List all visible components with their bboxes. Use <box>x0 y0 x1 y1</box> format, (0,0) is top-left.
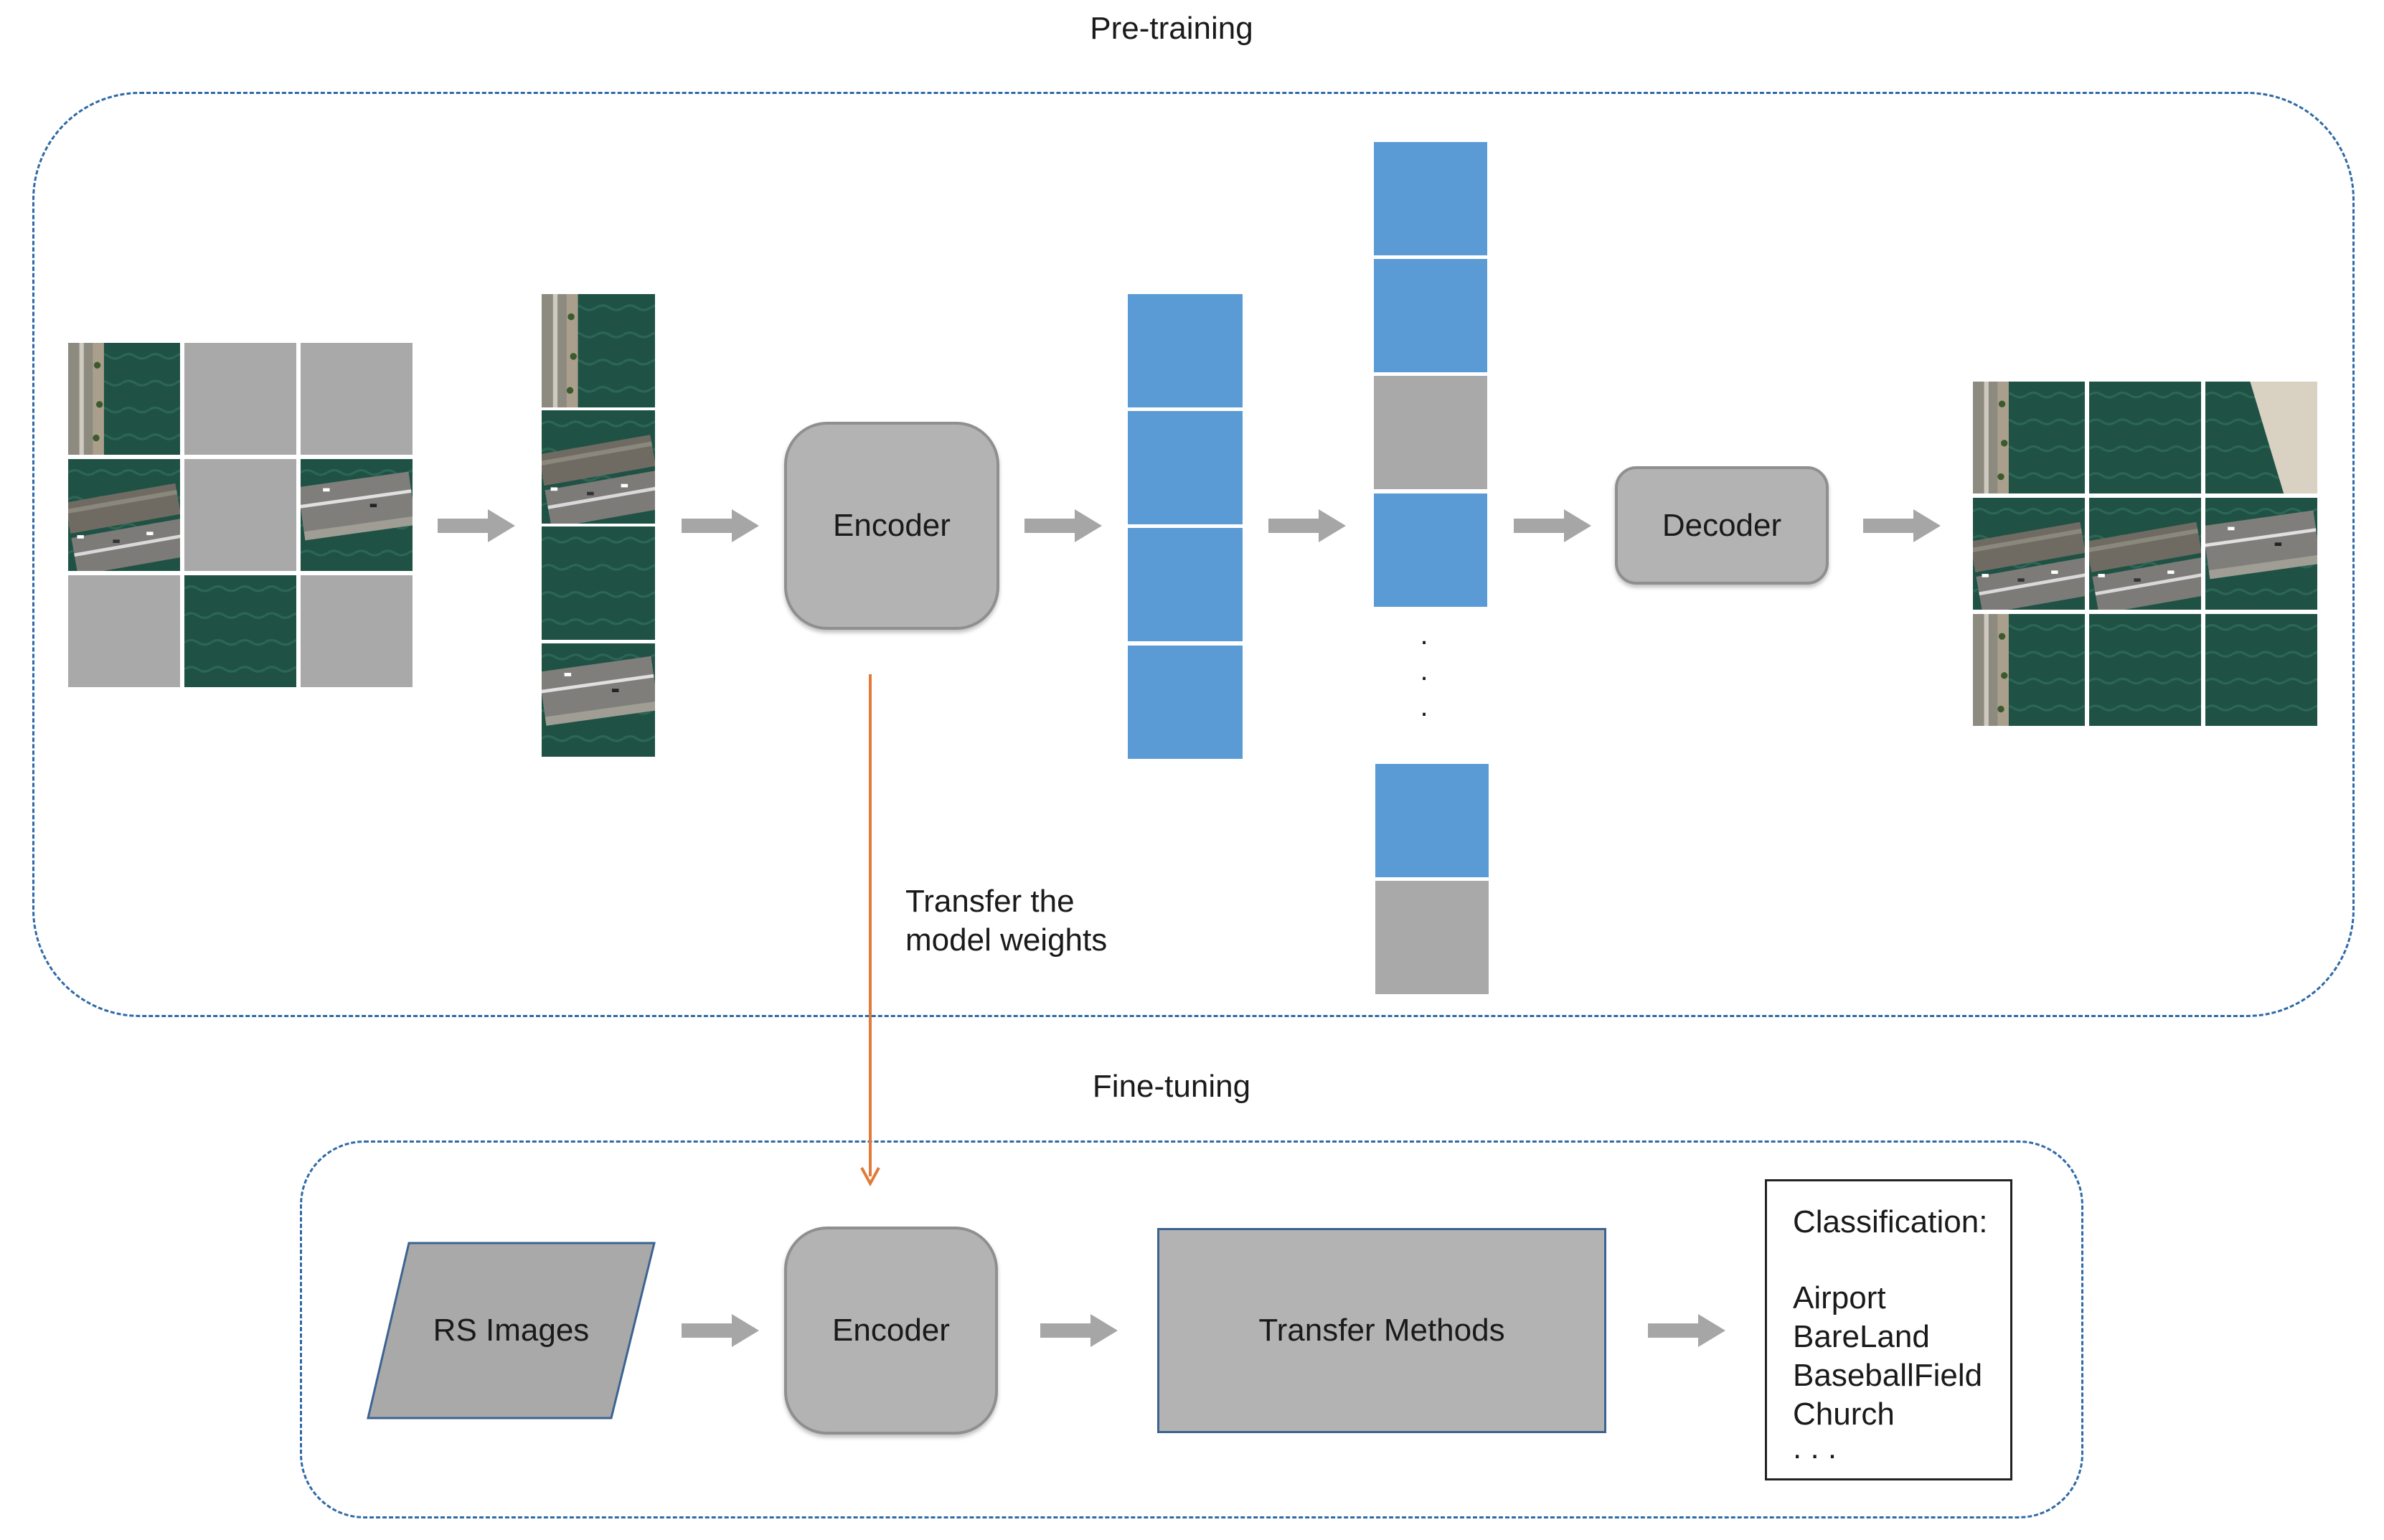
right-arrow-icon <box>682 508 760 544</box>
visible-patch <box>68 459 180 571</box>
masked-patch <box>68 575 180 687</box>
right-arrow-icon <box>1024 508 1103 544</box>
transfer-note-line: model weights <box>905 922 1108 958</box>
visible-patch <box>301 459 413 571</box>
sequence-ellipsis-dot: . <box>1420 655 1428 686</box>
finetune-encoder-block: Encoder <box>784 1227 998 1435</box>
encoder-label: Encoder <box>833 508 951 543</box>
right-arrow-icon <box>1514 508 1593 544</box>
finetuning-title: Fine-tuning <box>1092 1069 1251 1104</box>
decoder-block: Decoder <box>1615 466 1829 585</box>
class-label: Church <box>1793 1397 1895 1432</box>
class-ellipsis: . . . <box>1793 1430 1837 1465</box>
visible-patch <box>68 343 180 455</box>
encoded-token-stack <box>1128 294 1243 759</box>
transfer-note: Transfer the model weights <box>905 882 1107 960</box>
pretraining-title: Pre-training <box>1090 11 1253 46</box>
encoded-token <box>1374 259 1487 372</box>
right-arrow-icon <box>1648 1313 1727 1348</box>
right-arrow-icon <box>1040 1313 1119 1348</box>
encoder-block: Encoder <box>784 422 999 630</box>
sequence-ellipsis-dot: . <box>1420 691 1428 722</box>
encoded-token <box>1128 294 1243 407</box>
reconstructed-image <box>1973 382 2317 726</box>
transfer-note-line: Transfer the <box>905 884 1075 919</box>
right-arrow-icon <box>682 1313 760 1348</box>
transfer-methods-block: Transfer Methods <box>1157 1228 1606 1433</box>
decoder-label: Decoder <box>1662 507 1782 543</box>
right-arrow-icon <box>438 508 517 544</box>
masked-patch <box>301 575 413 687</box>
classification-heading: Classification: <box>1793 1204 1988 1239</box>
class-label: BaseballField <box>1793 1358 1983 1393</box>
masked-patch <box>184 459 296 571</box>
visible-patch-stack <box>542 294 655 757</box>
classification-output-box: Classification: Airport BareLand Basebal… <box>1765 1179 2012 1480</box>
encoded-token <box>1374 493 1487 607</box>
encoded-token <box>1128 411 1243 524</box>
visible-patch <box>184 575 296 687</box>
mask-token <box>1375 881 1489 994</box>
right-arrow-icon <box>1268 508 1347 544</box>
encoded-token <box>1128 528 1243 641</box>
masked-patch <box>184 343 296 455</box>
finetuning-panel <box>300 1140 2083 1518</box>
mask-token <box>1374 376 1487 489</box>
rs-images-input <box>367 1242 656 1419</box>
down-arrow-icon <box>860 674 880 1187</box>
rs-images-label: RS Images <box>433 1313 590 1348</box>
class-label: Airport <box>1793 1280 1886 1315</box>
full-token-sequence <box>1374 142 1489 994</box>
sequence-ellipsis-dot: . <box>1420 619 1428 651</box>
encoded-token <box>1374 142 1487 255</box>
right-arrow-icon <box>1863 508 1942 544</box>
encoded-token <box>1128 646 1243 759</box>
masked-input-image <box>68 343 413 687</box>
masked-patch <box>301 343 413 455</box>
transfer-methods-label: Transfer Methods <box>1258 1313 1505 1348</box>
finetune-encoder-label: Encoder <box>832 1313 950 1348</box>
class-label: BareLand <box>1793 1319 1930 1354</box>
encoded-token <box>1375 764 1489 877</box>
pretraining-panel <box>32 92 2355 1017</box>
